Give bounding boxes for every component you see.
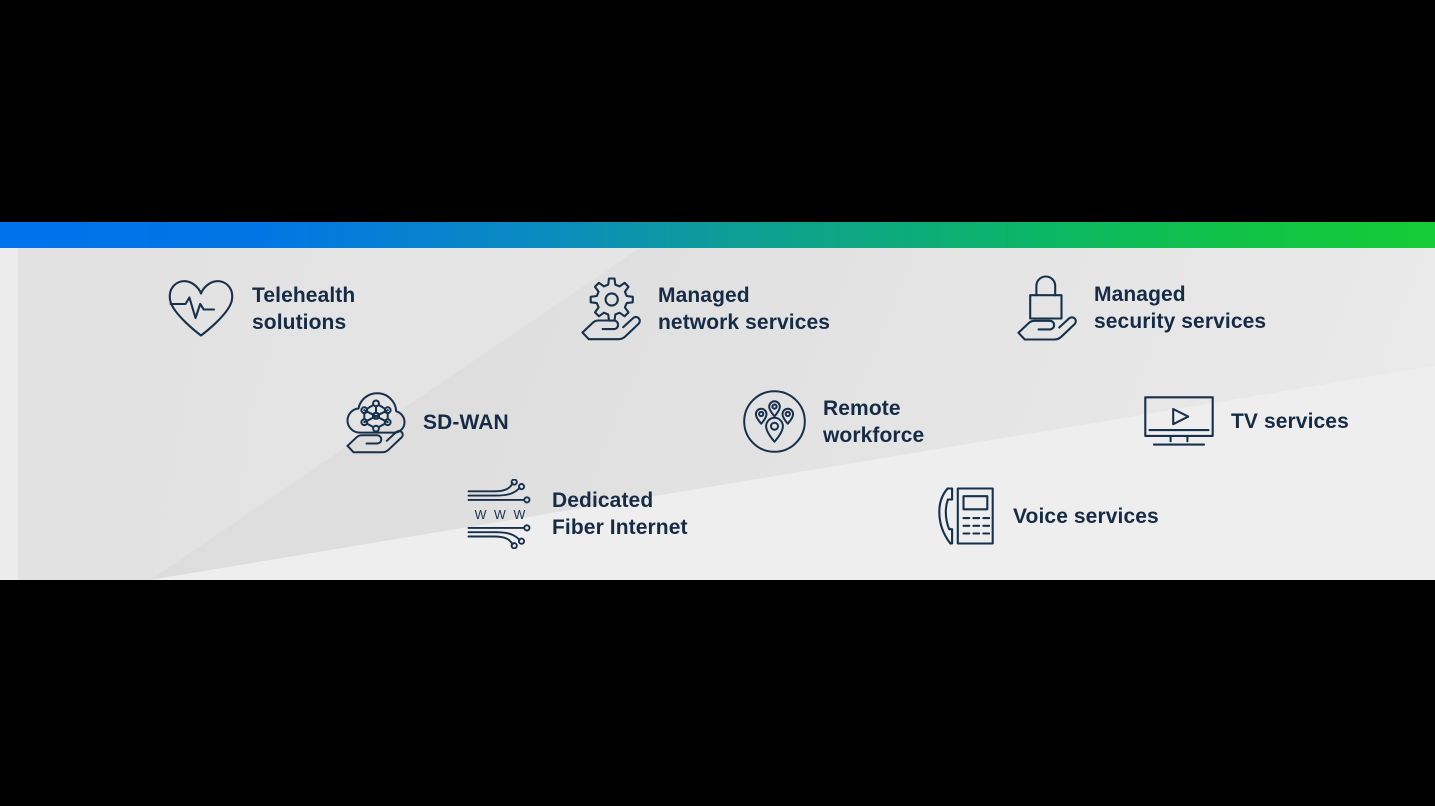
service-label-remote-workforce: Remote workforce bbox=[823, 396, 925, 447]
service-item-tv[interactable]: TV services bbox=[1143, 395, 1349, 447]
service-item-dedicated-fiber[interactable]: W W W Dedicated Fiber Internet bbox=[466, 479, 688, 549]
fiber-www-text: W W W bbox=[475, 508, 528, 522]
service-label-managed-security: Managed security services bbox=[1094, 283, 1267, 333]
cloud-network-in-hand-icon bbox=[346, 392, 406, 454]
service-label-sdwan: SD-WAN bbox=[423, 410, 509, 434]
service-item-sdwan[interactable]: SD-WAN bbox=[345, 389, 509, 455]
gear-in-hand-icon bbox=[581, 277, 641, 341]
service-item-remote-workforce[interactable]: Remote workforce bbox=[742, 389, 924, 454]
service-item-managed-security[interactable]: Managed security services bbox=[1016, 274, 1266, 342]
service-label-telehealth: Telehealth solutions bbox=[252, 284, 356, 334]
service-label-voice: Voice services bbox=[1013, 504, 1159, 528]
padlock-in-hand-icon bbox=[1017, 275, 1077, 341]
brand-gradient-bar bbox=[0, 222, 1435, 248]
desk-phone-icon bbox=[938, 487, 994, 545]
map-pins-circle-icon bbox=[743, 390, 806, 453]
service-item-voice[interactable]: Voice services bbox=[935, 486, 1159, 546]
heart-pulse-icon bbox=[168, 280, 234, 337]
services-panel bbox=[0, 248, 1435, 580]
service-label-tv: TV services bbox=[1231, 409, 1349, 433]
tv-play-icon bbox=[1144, 396, 1214, 446]
service-item-telehealth[interactable]: Telehealth solutions bbox=[166, 278, 355, 340]
service-item-managed-network[interactable]: Managed network services bbox=[580, 276, 830, 342]
panel-left-strip bbox=[0, 248, 20, 580]
fiber-www-icon: W W W bbox=[467, 479, 531, 549]
service-label-managed-network: Managed network services bbox=[658, 284, 831, 334]
service-label-dedicated-fiber: Dedicated Fiber Internet bbox=[552, 489, 688, 539]
